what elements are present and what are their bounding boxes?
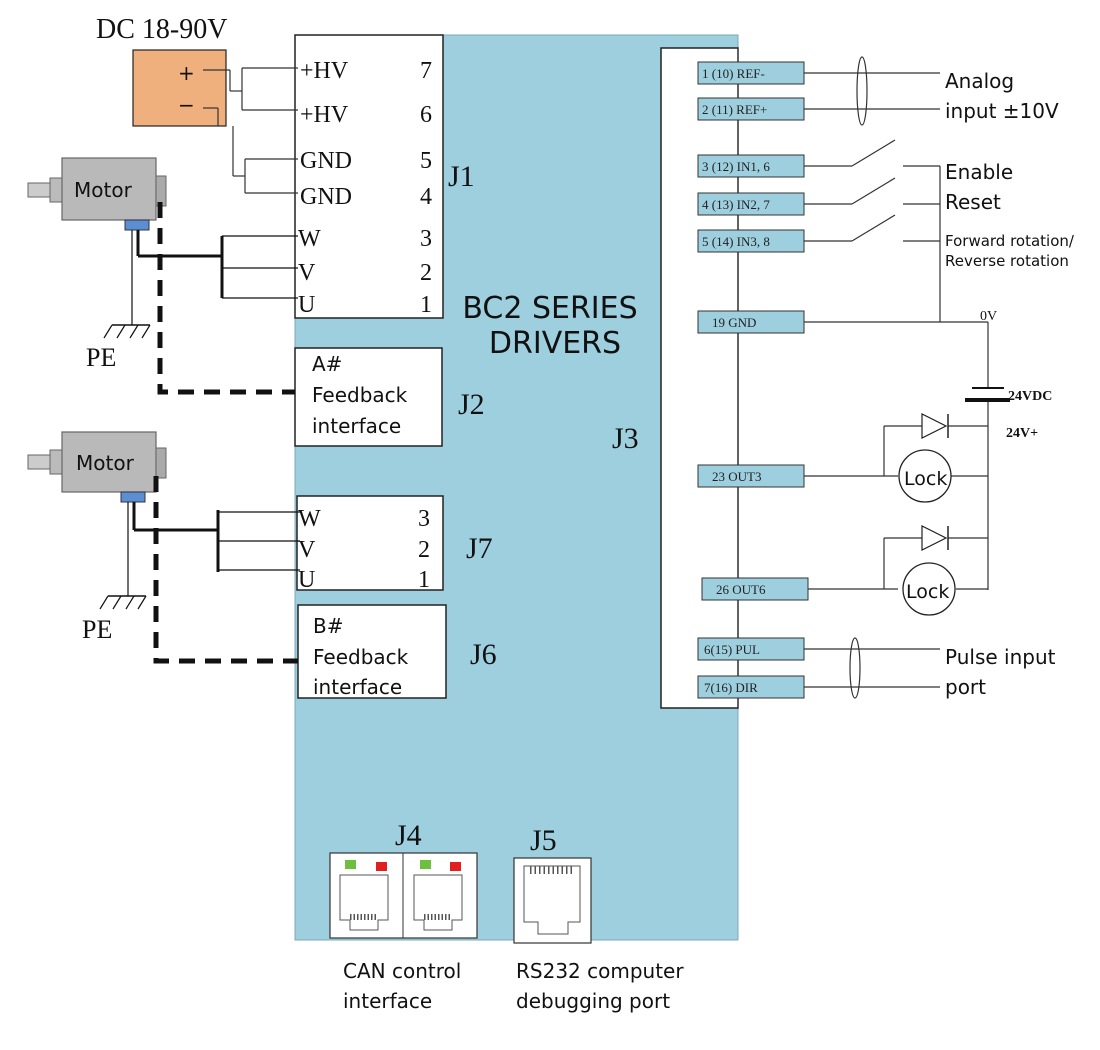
j6-block xyxy=(297,604,447,699)
j7-pin-label: U xyxy=(298,567,315,593)
j1-pin-num: 6 xyxy=(420,102,432,128)
j4-desc-line2: interface xyxy=(343,989,432,1013)
power-supply xyxy=(132,49,227,127)
pulse-label-line1: Pulse input xyxy=(945,645,1056,669)
j1-pin-num: 4 xyxy=(420,184,432,210)
j3-label: J3 xyxy=(612,422,639,455)
zero-v-label: 0V xyxy=(980,309,997,324)
j1-pin-label: W xyxy=(298,226,321,252)
j1-pin-num: 7 xyxy=(420,58,432,84)
motor2-wiring xyxy=(99,476,300,664)
j3-panel xyxy=(660,47,739,709)
j1-pin-num: 1 xyxy=(420,292,432,318)
j3-pin-label: 19 GND xyxy=(712,315,756,330)
j1-pin-label: U xyxy=(298,292,315,318)
j1-pin-num: 3 xyxy=(420,226,432,252)
vdc-label: 24VDC xyxy=(1008,389,1052,404)
enable-label: Enable xyxy=(945,160,1013,184)
j1-block xyxy=(294,34,444,319)
j5-desc-line2: debugging port xyxy=(516,989,670,1013)
j3-pin-label: 6(15) PUL xyxy=(704,642,760,657)
j6-label: J6 xyxy=(470,638,497,671)
can-port-icon xyxy=(329,852,478,939)
j6-line1: B# xyxy=(313,614,343,638)
lock-label: Lock xyxy=(904,468,947,490)
j5-label: J5 xyxy=(530,824,557,857)
motor-label: Motor xyxy=(74,178,133,202)
j7-label: J7 xyxy=(466,532,493,565)
j7-pin-label: V xyxy=(298,537,316,563)
j4-label: J4 xyxy=(395,819,422,852)
j1-pin-label: +HV xyxy=(300,102,349,128)
power-label: DC 18-90V xyxy=(96,14,227,45)
j3-pin-label: 3 (12) IN1, 6 xyxy=(702,159,770,174)
j3-pin-label: 23 OUT3 xyxy=(712,469,761,484)
driver-title-line2: DRIVERS xyxy=(489,326,621,361)
j5-desc-line1: RS232 computer xyxy=(516,959,684,983)
j1-pin-num: 2 xyxy=(420,260,432,286)
lock-label: Lock xyxy=(906,581,949,603)
lock-coil-icon xyxy=(898,449,952,503)
diode-icon xyxy=(921,525,949,551)
j1-pin-label: GND xyxy=(300,184,352,210)
j3-pin-boxes: 1 (10) REF- 2 (11) REF+ 3 (12) IN1, 6 4 … xyxy=(697,61,809,699)
j6-line2: Feedback xyxy=(313,645,409,669)
power-minus: − xyxy=(178,93,195,117)
j3-pin-label: 1 (10) REF- xyxy=(702,66,765,81)
motor-icon xyxy=(27,157,167,231)
power-plus: + xyxy=(178,61,195,85)
fwd-label-line1: Forward rotation/ xyxy=(945,232,1075,250)
analog-label-line1: Analog xyxy=(945,69,1014,93)
j7-block xyxy=(296,495,444,591)
j2-label: J2 xyxy=(458,388,485,421)
j7-pin-num: 1 xyxy=(418,567,430,593)
j1-pin-label: GND xyxy=(300,148,352,174)
j2-line3: interface xyxy=(312,414,401,438)
reset-label: Reset xyxy=(945,190,1001,214)
driver-title-line1: BC2 SERIES xyxy=(462,291,637,326)
diode-icon xyxy=(921,413,949,439)
j3-pin-label: 4 (13) IN2, 7 xyxy=(702,197,770,212)
j1-pin-label: +HV xyxy=(300,58,349,84)
j7-pin-label: W xyxy=(298,506,321,532)
j7-pin-num: 2 xyxy=(418,537,430,563)
motor1-wiring xyxy=(103,202,298,395)
pulse-label-line2: port xyxy=(945,675,986,699)
motor-label: Motor xyxy=(76,451,135,475)
j1-label: J1 xyxy=(448,160,475,193)
j1-pin-label: V xyxy=(298,260,316,286)
fwd-label-line2: Reverse rotation xyxy=(945,252,1069,270)
motor-icon xyxy=(27,431,167,503)
j2-line1: A# xyxy=(312,352,342,376)
j4-desc-line1: CAN control xyxy=(343,959,461,983)
j3-pin-label: 7(16) DIR xyxy=(704,680,758,695)
right-wiring xyxy=(804,56,989,699)
j2-block xyxy=(294,347,443,447)
j6-line3: interface xyxy=(313,675,402,699)
j3-pin-label: 26 OUT6 xyxy=(716,582,766,597)
j1-pins: +HV 7 +HV 6 GND 5 GND 4 W 3 V 2 U 1 xyxy=(298,58,432,318)
j3-pin-label: 2 (11) REF+ xyxy=(702,102,767,117)
j2-line2: Feedback xyxy=(312,383,408,407)
pe-label: PE xyxy=(86,343,116,372)
pe-label: PE xyxy=(82,615,112,644)
lock-coil-icon xyxy=(902,562,956,616)
j1-pin-num: 5 xyxy=(420,148,432,174)
v-plus-label: 24V+ xyxy=(1006,426,1038,441)
power-wiring xyxy=(203,67,298,194)
j7-pin-num: 3 xyxy=(418,506,430,532)
analog-label-line2: input ±10V xyxy=(945,99,1059,123)
j3-pin-label: 5 (14) IN3, 8 xyxy=(702,234,770,249)
rs232-port-icon xyxy=(513,857,592,944)
